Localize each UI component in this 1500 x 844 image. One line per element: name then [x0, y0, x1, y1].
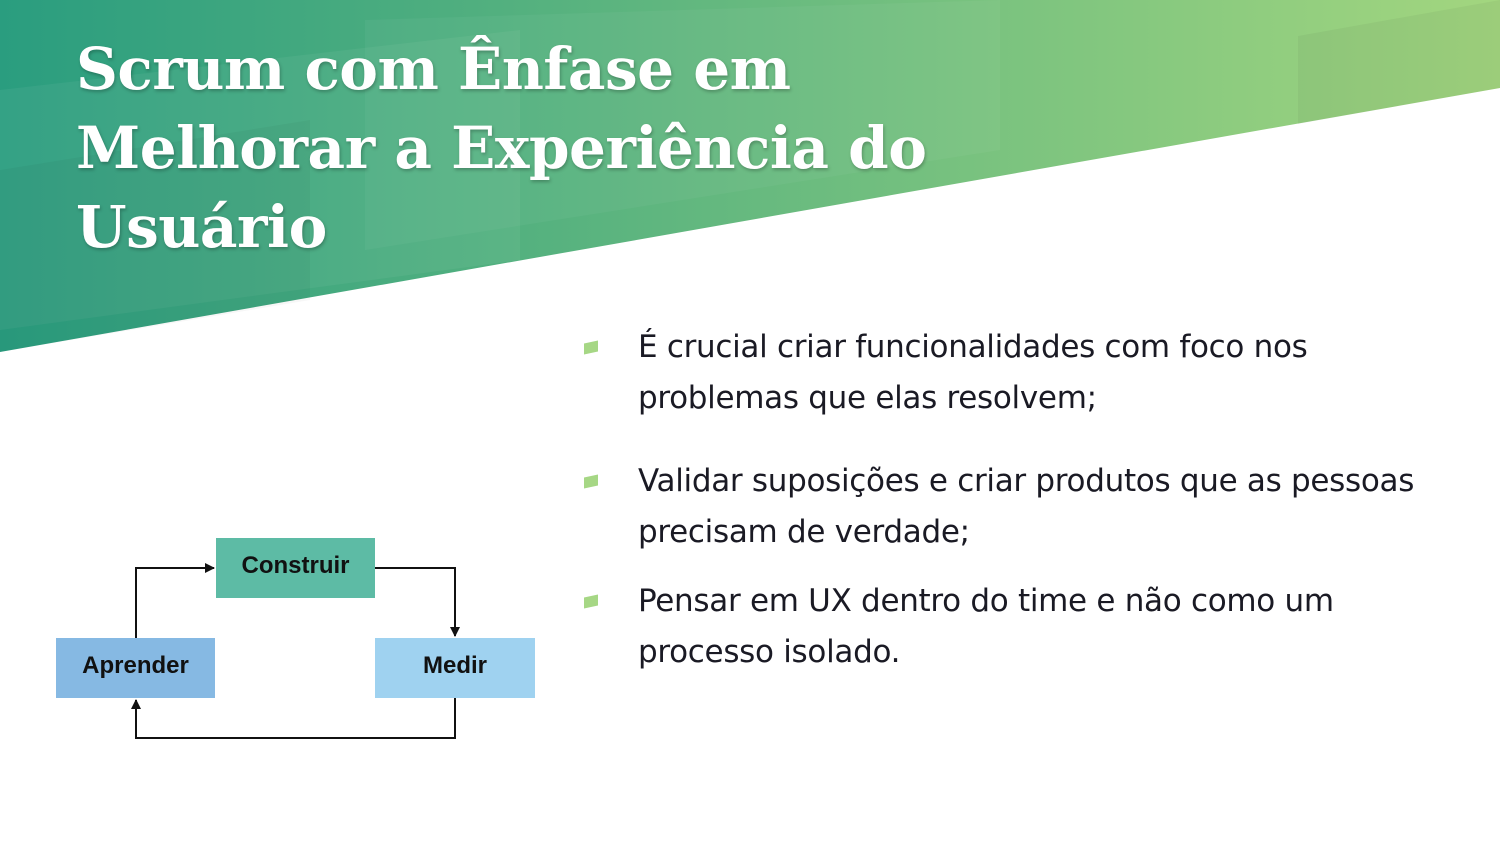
- node-construir-label: Construir: [242, 552, 350, 579]
- arrow-construir-to-medir: [375, 567, 460, 637]
- bullet-marker-icon: [584, 340, 598, 355]
- bullet-marker-icon: [584, 594, 598, 609]
- header-banner: [0, 0, 1500, 352]
- bullet-item: Pensar em UX dentro do time e não como u…: [580, 576, 1460, 678]
- arrow-aprender-to-construir: [135, 563, 215, 638]
- node-aprender-label: Aprender: [82, 652, 189, 679]
- node-aprender: Aprender: [56, 638, 215, 698]
- node-construir: Construir: [216, 538, 375, 598]
- slide-title: Scrum com Ênfase em Melhorar a Experiênc…: [76, 35, 927, 261]
- arrow-medir-to-aprender: [131, 698, 456, 739]
- bullet-text: Pensar em UX dentro do time e não como u…: [638, 583, 1334, 670]
- bullet-marker-icon: [584, 474, 598, 489]
- bullet-text: Validar suposições e criar produtos que …: [638, 463, 1415, 550]
- bullet-item: É crucial criar funcionalidades com foco…: [580, 322, 1460, 424]
- node-medir-label: Medir: [423, 652, 487, 679]
- bullet-item: Validar suposições e criar produtos que …: [580, 456, 1460, 558]
- node-medir: Medir: [375, 638, 535, 698]
- bullet-text: É crucial criar funcionalidades com foco…: [638, 329, 1308, 416]
- build-measure-learn-diagram: Construir Aprender Medir: [56, 538, 535, 739]
